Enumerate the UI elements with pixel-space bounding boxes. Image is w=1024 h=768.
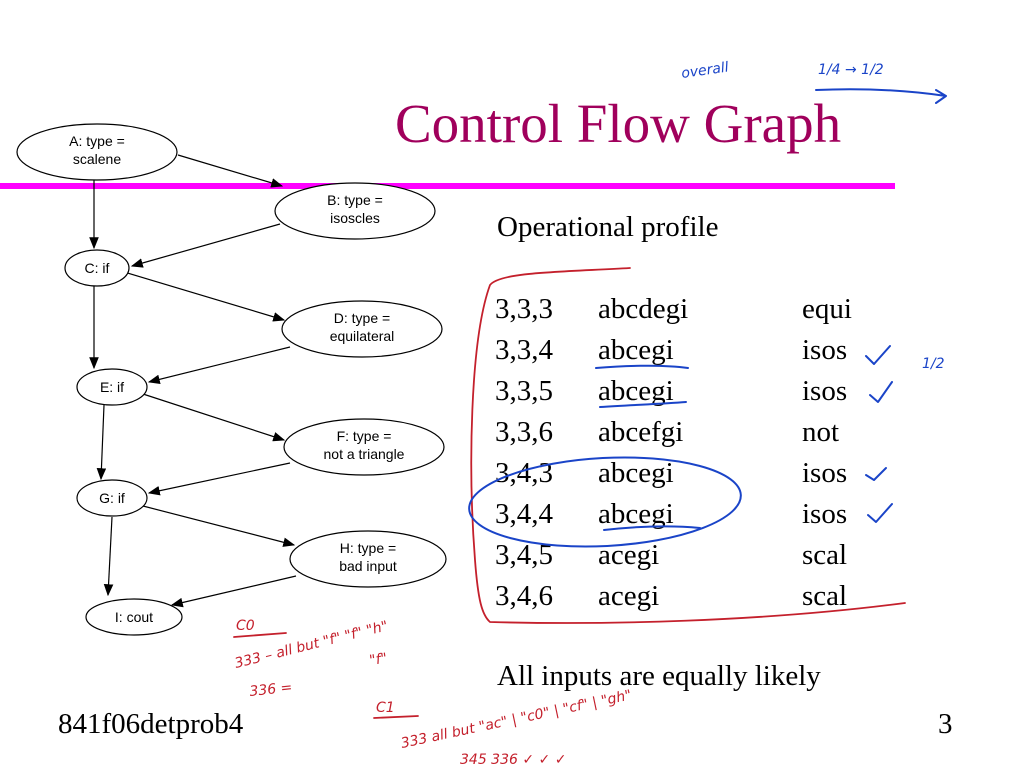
- profile-result: isos: [802, 457, 848, 489]
- node-d-line2: equilateral: [330, 328, 395, 344]
- node-h: H: type = bad input: [289, 530, 447, 588]
- edge-b-c: [130, 223, 281, 268]
- edge-d-e: [147, 346, 291, 385]
- node-a: A: type = scalene: [16, 123, 178, 181]
- node-c: C: if: [64, 249, 130, 287]
- edge-g-i: [103, 516, 114, 597]
- profile-input: 3,3,6: [495, 416, 553, 448]
- node-h-line1: H: type =: [340, 540, 396, 556]
- profile-result: isos: [802, 498, 848, 530]
- profile-input: 3,4,4: [495, 498, 553, 530]
- profile-path: abcdegi: [598, 293, 689, 325]
- node-e: E: if: [76, 368, 148, 406]
- node-e-line1: E: if: [100, 379, 124, 395]
- profile-input: 3,4,6: [495, 580, 553, 612]
- node-b-line1: B: type =: [327, 192, 383, 208]
- profile-result: scal: [802, 539, 848, 571]
- node-b: B: type = isoscles: [274, 182, 436, 240]
- profile-input: 3,4,5: [495, 539, 553, 571]
- profile-path: abcegi: [598, 457, 674, 489]
- footer-course-code: 841f06detprob4: [58, 708, 244, 740]
- profile-path: acegi: [598, 580, 660, 612]
- profile-path: abcegi: [598, 375, 674, 407]
- node-i: I: cout: [85, 598, 183, 636]
- node-f-line1: F: type =: [337, 428, 392, 444]
- node-b-line2: isoscles: [330, 210, 380, 226]
- node-i-line1: I: cout: [115, 609, 153, 625]
- profile-path: abcefgi: [598, 416, 684, 448]
- profile-input: 3,4,3: [495, 457, 553, 489]
- edge-a-b: [177, 154, 284, 188]
- node-a-line1: A: type =: [69, 133, 125, 149]
- profile-result: not: [802, 416, 840, 448]
- node-d-line1: D: type =: [334, 310, 390, 326]
- edge-g-h: [142, 505, 296, 547]
- node-g: G: if: [76, 479, 148, 517]
- node-c-line1: C: if: [85, 260, 110, 276]
- page-number: 3: [938, 708, 953, 740]
- equal-likelihood-note: All inputs are equally likely: [497, 660, 821, 692]
- profile-result: equi: [802, 293, 852, 325]
- edge-e-g: [96, 404, 107, 481]
- slide-title: Control Flow Graph: [395, 93, 842, 154]
- profile-result: isos: [802, 375, 848, 407]
- node-d: D: type = equilateral: [281, 300, 443, 358]
- profile-path: abcegi: [598, 498, 674, 530]
- profile-input: 3,3,4: [495, 334, 553, 366]
- title-divider: [0, 183, 895, 189]
- profile-input: 3,3,5: [495, 375, 553, 407]
- profile-input: 3,3,3: [495, 293, 553, 325]
- edge-e-f: [142, 393, 286, 442]
- node-g-line1: G: if: [99, 490, 125, 506]
- edge-f-g: [147, 462, 291, 496]
- node-f: F: type = not a triangle: [283, 418, 445, 476]
- edge-c-d: [123, 271, 286, 322]
- node-a-line2: scalene: [73, 151, 121, 167]
- operational-profile-heading: Operational profile: [497, 211, 719, 243]
- profile-path: abcegi: [598, 334, 674, 366]
- edge-h-i: [170, 575, 297, 608]
- profile-path: acegi: [598, 539, 660, 571]
- node-f-line2: not a triangle: [324, 446, 405, 462]
- profile-result: scal: [802, 580, 848, 612]
- node-h-line2: bad input: [339, 558, 397, 574]
- graph-edges: [89, 154, 297, 608]
- profile-result: isos: [802, 334, 848, 366]
